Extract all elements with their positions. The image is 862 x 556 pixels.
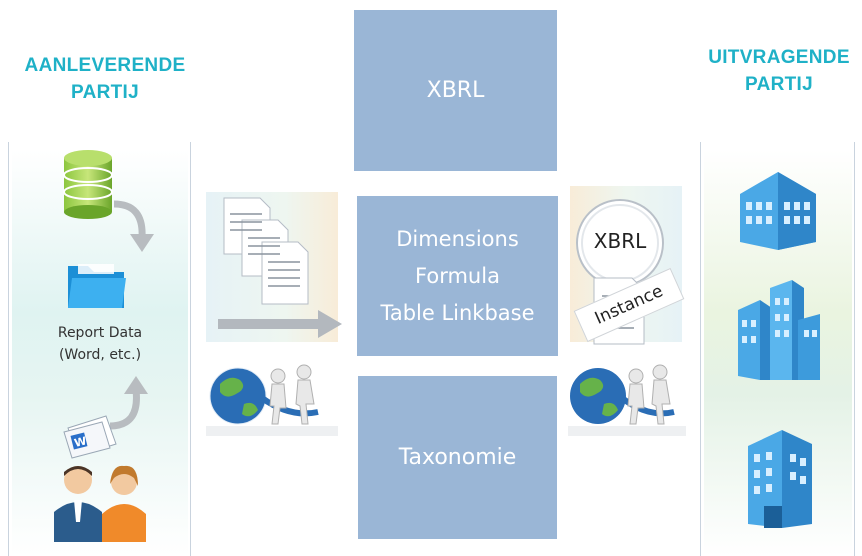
svg-text:W: W (73, 434, 88, 450)
xbrl-block: XBRL (354, 10, 557, 171)
right-title-line2: PARTIJ (745, 74, 813, 95)
right-divider-inner (700, 142, 701, 556)
left-title: AANLEVERENDE PARTIJ (8, 52, 202, 106)
users-icon (54, 465, 146, 542)
extensions-block: Dimensions Formula Table Linkbase (357, 196, 558, 356)
right-title-line1: UITVRAGENDE (708, 47, 850, 68)
database-icon (63, 150, 113, 219)
report-data-line1: Report Data (57, 325, 143, 341)
xbrl-badge-icon (576, 199, 664, 287)
taxonomie-label: Taxonomie (398, 445, 517, 470)
documents-stack-icon (223, 197, 309, 305)
office-building-icon (740, 172, 816, 250)
left-divider-inner (190, 142, 191, 556)
table-linkbase-label: Table Linkbase (380, 300, 535, 325)
curved-arrow-down-icon (113, 200, 154, 252)
report-data-label: Report Data (Word, etc.) (40, 322, 160, 366)
xbrl-label: XBRL (426, 78, 485, 103)
right-divider-outer (854, 142, 855, 556)
xbrl-badge-label: XBRL (593, 229, 647, 253)
word-document-icon: W (63, 415, 117, 459)
globe-people-icon-right (568, 364, 686, 436)
curved-arrow-up-icon (109, 376, 148, 430)
formula-label: Formula (415, 263, 500, 288)
city-buildings-icon (738, 280, 820, 380)
globe-people-icon (206, 364, 338, 436)
taxonomie-block: Taxonomie (358, 376, 557, 539)
left-title-line2: PARTIJ (71, 82, 139, 103)
report-data-line2: (Word, etc.) (58, 347, 142, 363)
right-title: UITVRAGENDE PARTIJ (696, 44, 862, 98)
folder-icon (68, 264, 126, 308)
right-arrow-icon (218, 310, 342, 338)
left-divider-outer (8, 142, 9, 556)
dimensions-label: Dimensions (396, 226, 519, 251)
left-title-line1: AANLEVERENDE (24, 55, 186, 76)
tower-building-icon (748, 430, 812, 528)
